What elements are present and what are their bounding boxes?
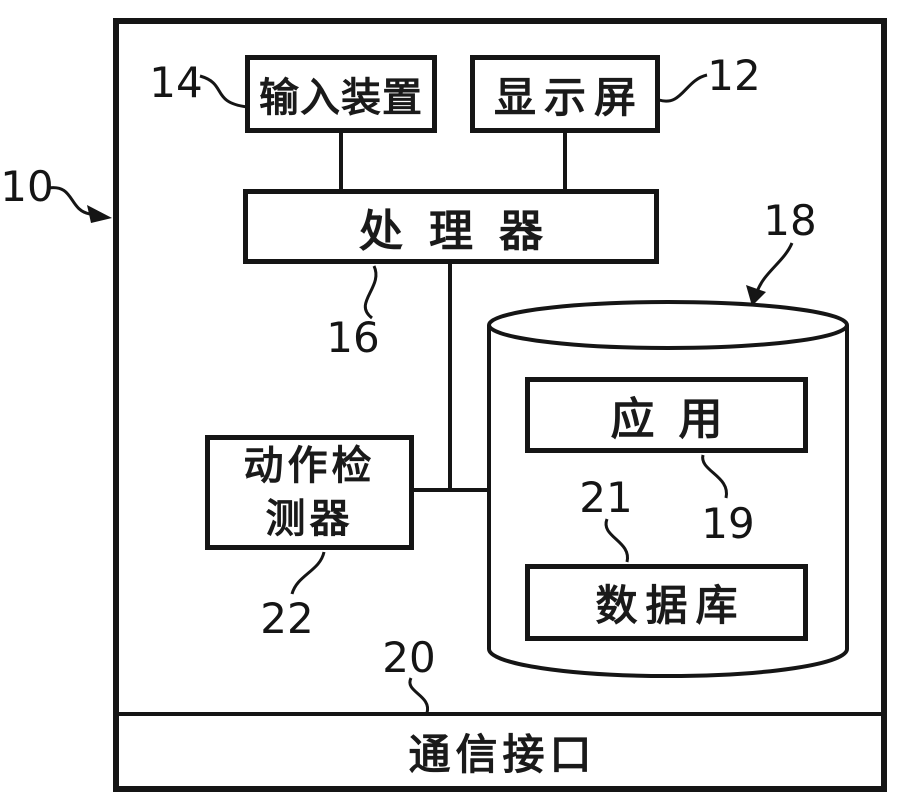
motion-detector-label-line2: 测器 xyxy=(265,495,354,542)
leader-22 xyxy=(290,551,326,595)
input-device-label: 输入装置 xyxy=(259,75,423,121)
application-label: 应用 xyxy=(610,394,747,445)
leader-16 xyxy=(363,265,378,320)
comm-interface-label: 通信接口 xyxy=(408,729,597,779)
display-label: 显示屏 xyxy=(493,72,644,122)
processor-box: 处理器 xyxy=(243,189,659,264)
ref-label-storage: 18 xyxy=(763,195,817,245)
database-label: 数据库 xyxy=(595,581,746,630)
storage-cylinder-top xyxy=(487,300,849,350)
arrowhead-10-icon xyxy=(87,205,112,223)
ref-label-input-device: 14 xyxy=(149,57,203,107)
ref-label-processor: 16 xyxy=(326,312,380,362)
processor-label: 处理器 xyxy=(359,205,569,257)
system-boundary-box xyxy=(113,18,887,792)
input-device-box: 输入装置 xyxy=(245,55,437,133)
ref-label-comm-interface: 20 xyxy=(382,632,436,682)
leader-19 xyxy=(701,454,728,499)
motion-detector-label-line1: 动作检 xyxy=(243,442,376,489)
ref-label-system: 10 xyxy=(0,161,54,211)
application-box: 应用 xyxy=(525,377,808,453)
ref-label-database: 21 xyxy=(579,472,633,522)
leader-14 xyxy=(199,74,248,109)
leader-10 xyxy=(47,186,91,216)
motion-detector-box: 动作检 测器 xyxy=(205,435,414,550)
ref-label-motion-detector: 22 xyxy=(260,593,314,643)
comm-interface-bar: 通信接口 xyxy=(119,716,881,786)
leader-18 xyxy=(755,242,794,293)
leader-21 xyxy=(604,518,629,563)
ref-label-application: 19 xyxy=(701,498,755,548)
leader-12 xyxy=(658,73,708,103)
display-box: 显示屏 xyxy=(470,55,660,133)
database-box: 数据库 xyxy=(525,564,808,641)
leader-20 xyxy=(408,677,429,714)
arrowhead-18-icon xyxy=(746,285,766,306)
ref-label-display: 12 xyxy=(707,50,761,100)
